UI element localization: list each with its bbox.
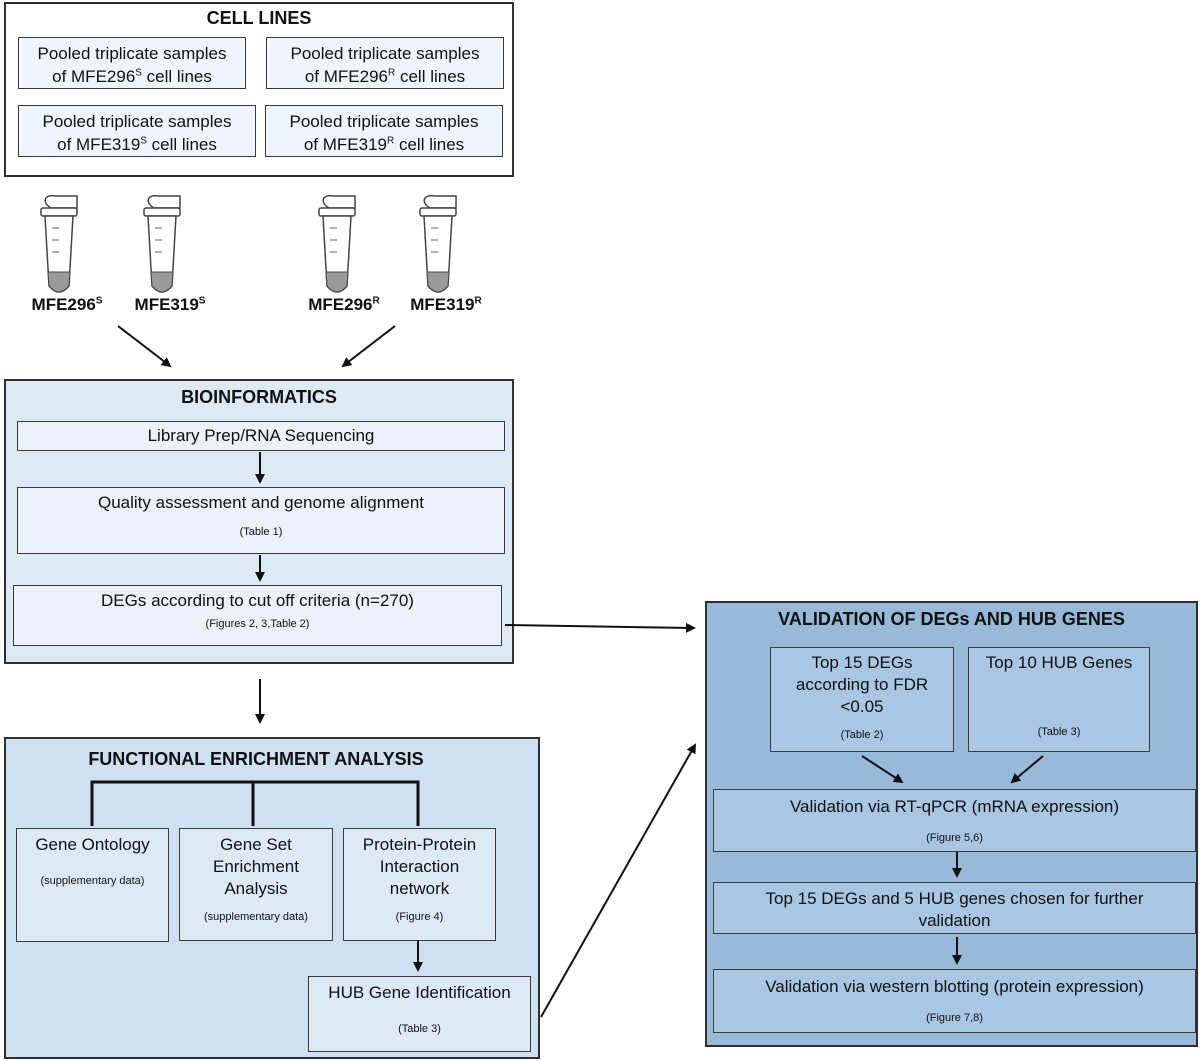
sample-line2-post: cell lines — [146, 135, 217, 154]
tube-icon-mfe296s — [40, 194, 78, 293]
functional-enrichment-panel: FUNCTIONAL ENRICHMENT ANALYSIS Gene Onto… — [4, 737, 540, 1059]
tube-label-mfe296r: MFE296R — [308, 295, 380, 314]
sample-sup: S — [140, 135, 147, 147]
sample-box-mfe319r: Pooled triplicate samples of MFE319R cel… — [265, 105, 503, 157]
validation-panel: VALIDATION OF DEGs AND HUB GENES Top 15 … — [705, 601, 1198, 1047]
arrow-sensitive-to-bio — [117, 325, 172, 368]
library-prep-box: Library Prep/RNA Sequencing — [17, 421, 505, 451]
gsea-box: Gene Set Enrichment Analysis (supplement… — [179, 828, 333, 941]
sample-line1: Pooled triplicate samples — [42, 112, 232, 131]
tube-label-mfe296s: MFE296S — [31, 295, 103, 314]
gene-ontology-box: Gene Ontology (supplementary data) — [16, 828, 169, 942]
arrow-hub-to-validation — [540, 743, 696, 1018]
sample-line2-post: cell lines — [394, 135, 465, 154]
sample-line2-pre: of MFE319 — [57, 135, 141, 154]
sample-line1: Pooled triplicate samples — [37, 44, 227, 63]
sample-line2-post: cell lines — [141, 67, 212, 86]
sample-line1: Pooled triplicate samples — [290, 44, 480, 63]
sample-line2-pre: of MFE319 — [303, 135, 387, 154]
sample-line1: Pooled triplicate samples — [289, 112, 479, 131]
top15-degs-box: Top 15 DEGs according to FDR <0.05 (Tabl… — [770, 647, 954, 752]
bioinformatics-title: BIOINFORMATICS — [181, 387, 337, 407]
tube-label-mfe319r: MFE319R — [410, 295, 482, 314]
rt-qpcr-box: Validation via RT-qPCR (mRNA expression)… — [713, 789, 1196, 852]
tube-label-mfe319s: MFE319S — [134, 295, 206, 314]
sample-sup: S — [135, 67, 142, 79]
tube-icon-mfe319r — [419, 194, 457, 293]
sample-sup: R — [388, 67, 396, 79]
arrow-top10-to-rtqpcr — [1010, 755, 1044, 784]
cell-lines-title: CELL LINES — [206, 8, 312, 28]
western-blotting-box: Validation via western blotting (protein… — [713, 969, 1196, 1033]
sample-box-mfe319s: Pooled triplicate samples of MFE319S cel… — [18, 105, 256, 157]
functional-enrichment-title: FUNCTIONAL ENRICHMENT ANALYSIS — [88, 749, 424, 769]
chosen-for-validation-box: Top 15 DEGs and 5 HUB genes chosen for f… — [713, 882, 1196, 934]
degs-box: DEGs according to cut off criteria (n=27… — [13, 585, 502, 646]
ppi-box: Protein-Protein Interaction network (Fig… — [343, 828, 496, 941]
cell-lines-panel: CELL LINES Pooled triplicate samples of … — [4, 2, 514, 177]
sample-line2-post: cell lines — [395, 67, 466, 86]
sample-box-mfe296r: Pooled triplicate samples of MFE296R cel… — [266, 37, 504, 89]
arrow-degs-to-validation — [504, 622, 696, 633]
sample-box-mfe296s: Pooled triplicate samples of MFE296S cel… — [18, 37, 246, 89]
hub-gene-identification-box: HUB Gene Identification (Table 3) — [308, 976, 531, 1052]
tube-icon-mfe296r — [318, 194, 356, 293]
validation-title: VALIDATION OF DEGs AND HUB GENES — [778, 609, 1125, 629]
sample-line2-pre: of MFE296 — [304, 67, 388, 86]
quality-assessment-box: Quality assessment and genome alignment … — [17, 487, 505, 554]
top10-hub-genes-box: Top 10 HUB Genes (Table 3) — [968, 647, 1150, 752]
bioinformatics-panel: BIOINFORMATICS Library Prep/RNA Sequenci… — [4, 379, 514, 664]
arrow-resistant-to-bio — [341, 325, 396, 368]
tube-icon-mfe319s — [143, 194, 181, 293]
sample-sup: R — [387, 135, 395, 147]
sample-line2-pre: of MFE296 — [52, 67, 136, 86]
arrow-top15-to-rtqpcr — [861, 755, 904, 784]
fea-branch-connector — [90, 780, 420, 826]
